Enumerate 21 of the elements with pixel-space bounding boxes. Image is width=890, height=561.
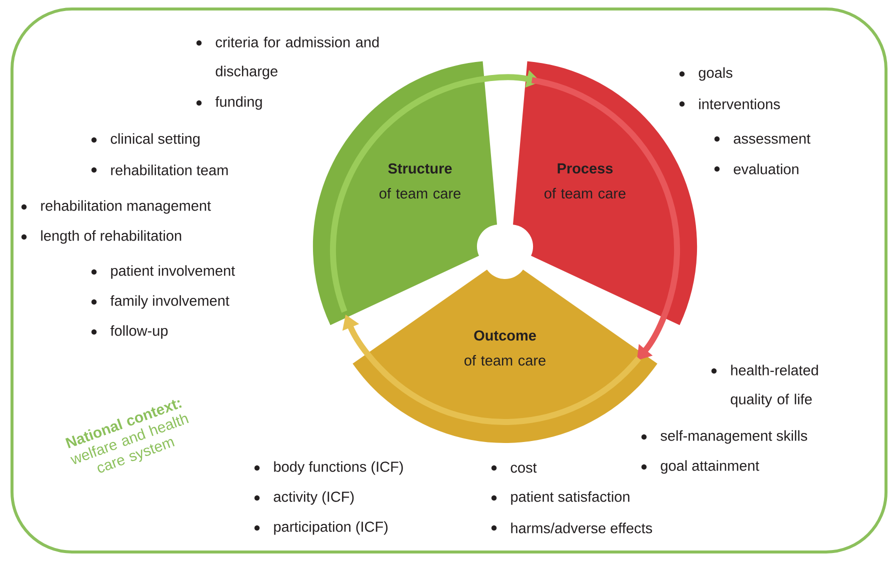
bullet-item: activity (ICF) [254, 491, 354, 505]
pie-sector: Outcome of team care [352, 270, 658, 443]
bullet-item: clinical setting [91, 133, 200, 147]
bullet-item: participation (ICF) [254, 521, 388, 535]
bullet-item: rehabilitation management [21, 200, 211, 214]
bullet-item: harms/adverse effects [491, 522, 652, 534]
bullet-item: patient involvement [91, 265, 235, 279]
bullet-item: cost [491, 463, 537, 473]
bullet-item: health-related quality of life [711, 364, 818, 408]
bullet-item: patient satisfaction [491, 491, 630, 505]
bullet-item: rehabilitation team [91, 164, 228, 176]
pie-sector: Process of team care [513, 61, 698, 326]
pie-sector: Structure of team care [312, 61, 498, 326]
bullet-item: funding [196, 96, 262, 110]
bullet-item: body functions (ICF) [254, 461, 403, 475]
bullet-item: goal attainment [641, 460, 760, 474]
bullet-item: follow-up [91, 325, 168, 339]
bullet-item: assessment [714, 134, 810, 144]
bullet-item: length of rehabilitation [21, 230, 182, 244]
bullet-item: evaluation [714, 164, 798, 174]
bullet-item: family involvement [91, 295, 230, 309]
